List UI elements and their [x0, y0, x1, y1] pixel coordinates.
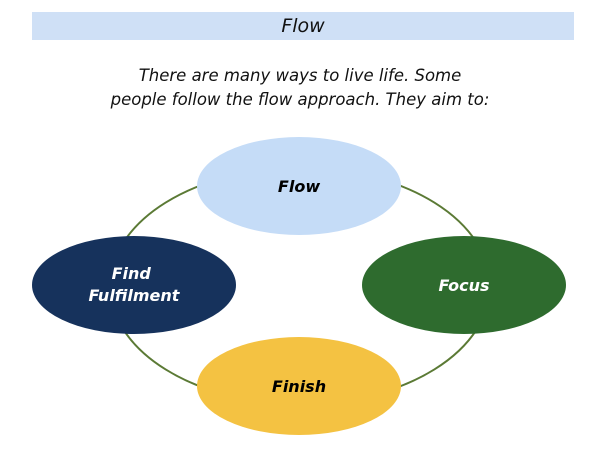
- node-find-fulfilment-label-line-1: Find: [112, 264, 152, 283]
- node-flow: Flow: [197, 137, 401, 235]
- node-find-fulfilment: Find Fulfilment: [32, 236, 236, 334]
- page-title: Flow: [281, 15, 325, 37]
- intro-line-2: people follow the flow approach. They ai…: [110, 90, 490, 109]
- node-focus-label-line-1: Focus: [438, 276, 489, 295]
- node-find-fulfilment-shape: [32, 236, 236, 334]
- intro-text: There are many ways to live life. Some p…: [0, 64, 600, 112]
- node-find-fulfilment-label-line-2: Fulfilment: [89, 286, 181, 305]
- title-bar: Flow: [32, 12, 574, 40]
- node-find-fulfilment-label: Find Fulfilment: [89, 264, 181, 305]
- node-flow-shape: [197, 137, 401, 235]
- node-focus-shape: [362, 236, 566, 334]
- node-flow-label: Flow: [278, 177, 320, 196]
- node-finish: Finish: [197, 337, 401, 435]
- node-flow-label-line-1: Flow: [278, 177, 320, 196]
- node-finish-shape: [197, 337, 401, 435]
- node-focus: Focus: [362, 236, 566, 334]
- node-finish-label-line-1: Finish: [272, 377, 326, 396]
- intro-line-1: There are many ways to live life. Some: [138, 66, 462, 85]
- node-focus-label: Focus: [438, 276, 489, 295]
- node-finish-label: Finish: [272, 377, 326, 396]
